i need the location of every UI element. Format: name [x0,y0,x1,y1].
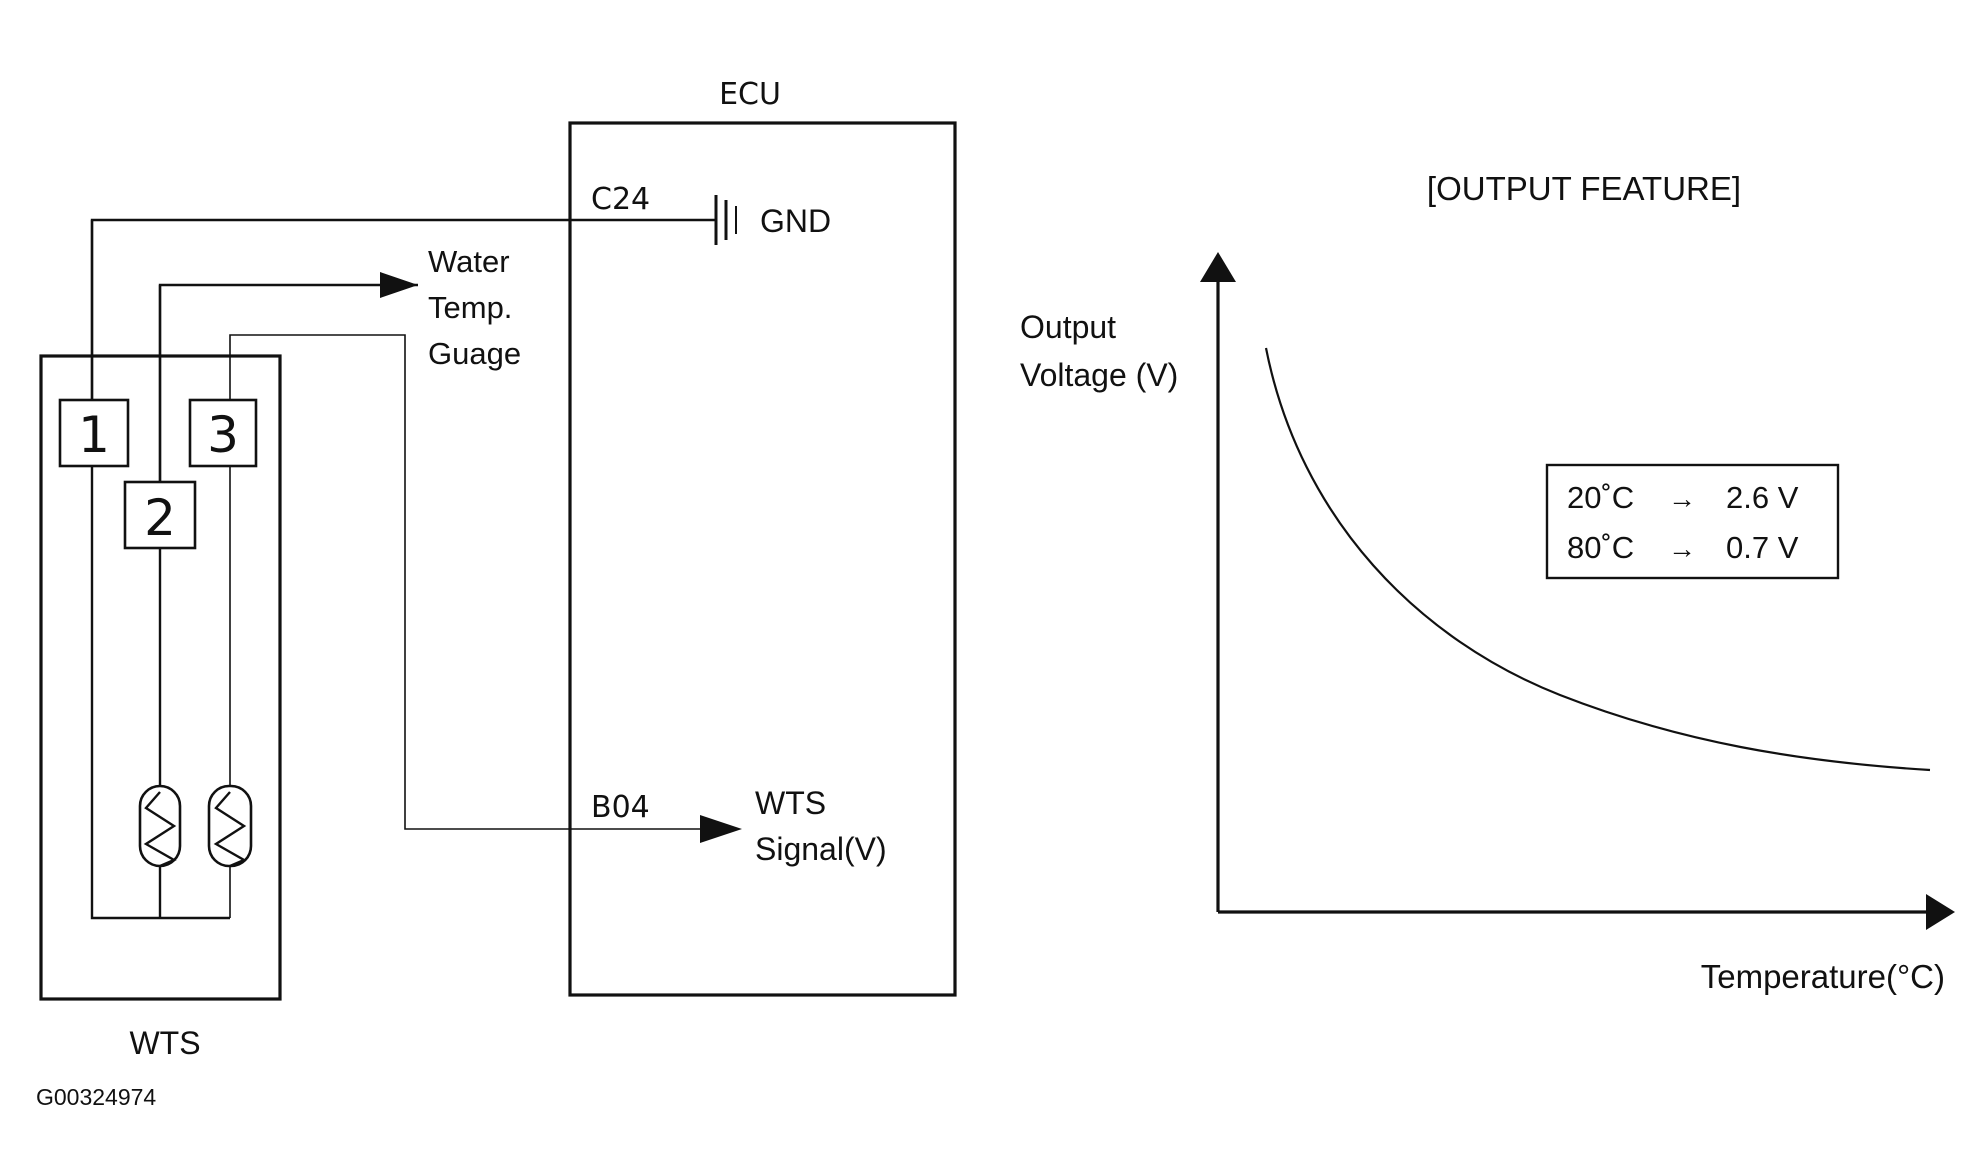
ecu-block: ECU [568,77,957,997]
output-voltage-curve [1264,347,1931,772]
gnd-pin-label: C24 [591,182,650,217]
spec-row-2: 80˚C → 0.7 V [1567,530,1799,565]
spec-row-1: 20˚C → 2.6 V [1567,480,1799,515]
signal-pin-label: B04 [591,790,650,825]
arrow-head-icon [1926,894,1955,930]
spec-box: 20˚C → 2.6 V 80˚C → 0.7 V [1545,463,1840,580]
y-axis-label-line-2: Voltage (V) [1020,357,1178,393]
spec-row-1-arrow: → [1668,483,1696,514]
thermistor-icon [207,784,253,868]
thermistor-icon [138,784,182,868]
sensor-pin-1: 1 [58,398,130,468]
sensor-pin-2-label: 2 [144,489,176,547]
gnd-wire [90,218,715,400]
spec-row-2-temp: 80˚C [1567,530,1634,565]
y-axis-label-line-1: Output [1020,309,1116,345]
spec-row-1-voltage: 2.6 V [1726,480,1799,515]
figure-code: G00324974 [36,1084,156,1110]
sensor-pin-1-label: 1 [78,406,110,464]
gauge-label-line-1: Water [428,244,510,279]
graph-title: [OUTPUT FEATURE] [1427,170,1741,207]
water-temp-gauge-label: Water Temp. Guage [428,244,521,371]
signal-label-line-1: WTS [755,785,826,821]
ecu-box [568,121,957,997]
signal-label-line-2: Signal(V) [755,831,887,867]
signal-wire [229,334,700,830]
gauge-label-line-2: Temp. [428,290,512,325]
sensor-pin-3: 3 [188,398,258,468]
x-axis-label: Temperature(°C) [1701,958,1945,995]
gauge-wire [158,283,418,482]
ecu-label: ECU [719,77,781,112]
arrow-head-icon [700,815,742,843]
arrow-head-icon [380,272,418,298]
output-feature-graph: [OUTPUT FEATURE] Output Voltage (V) Temp… [1020,170,1955,995]
wts-label: WTS [129,1025,200,1061]
spec-row-1-temp: 20˚C [1567,480,1634,515]
gauge-label-line-3: Guage [428,336,521,371]
sensor-pin-2: 2 [123,480,197,550]
wts-sensor-block: 1 2 3 WTS G00324974 [36,220,282,1110]
spec-row-2-arrow: → [1668,533,1696,564]
spec-row-2-voltage: 0.7 V [1726,530,1799,565]
ground-icon [714,195,737,245]
sensor-pin-3-label: 3 [207,406,239,464]
gnd-label: GND [760,203,831,239]
arrow-head-icon [1200,252,1236,282]
